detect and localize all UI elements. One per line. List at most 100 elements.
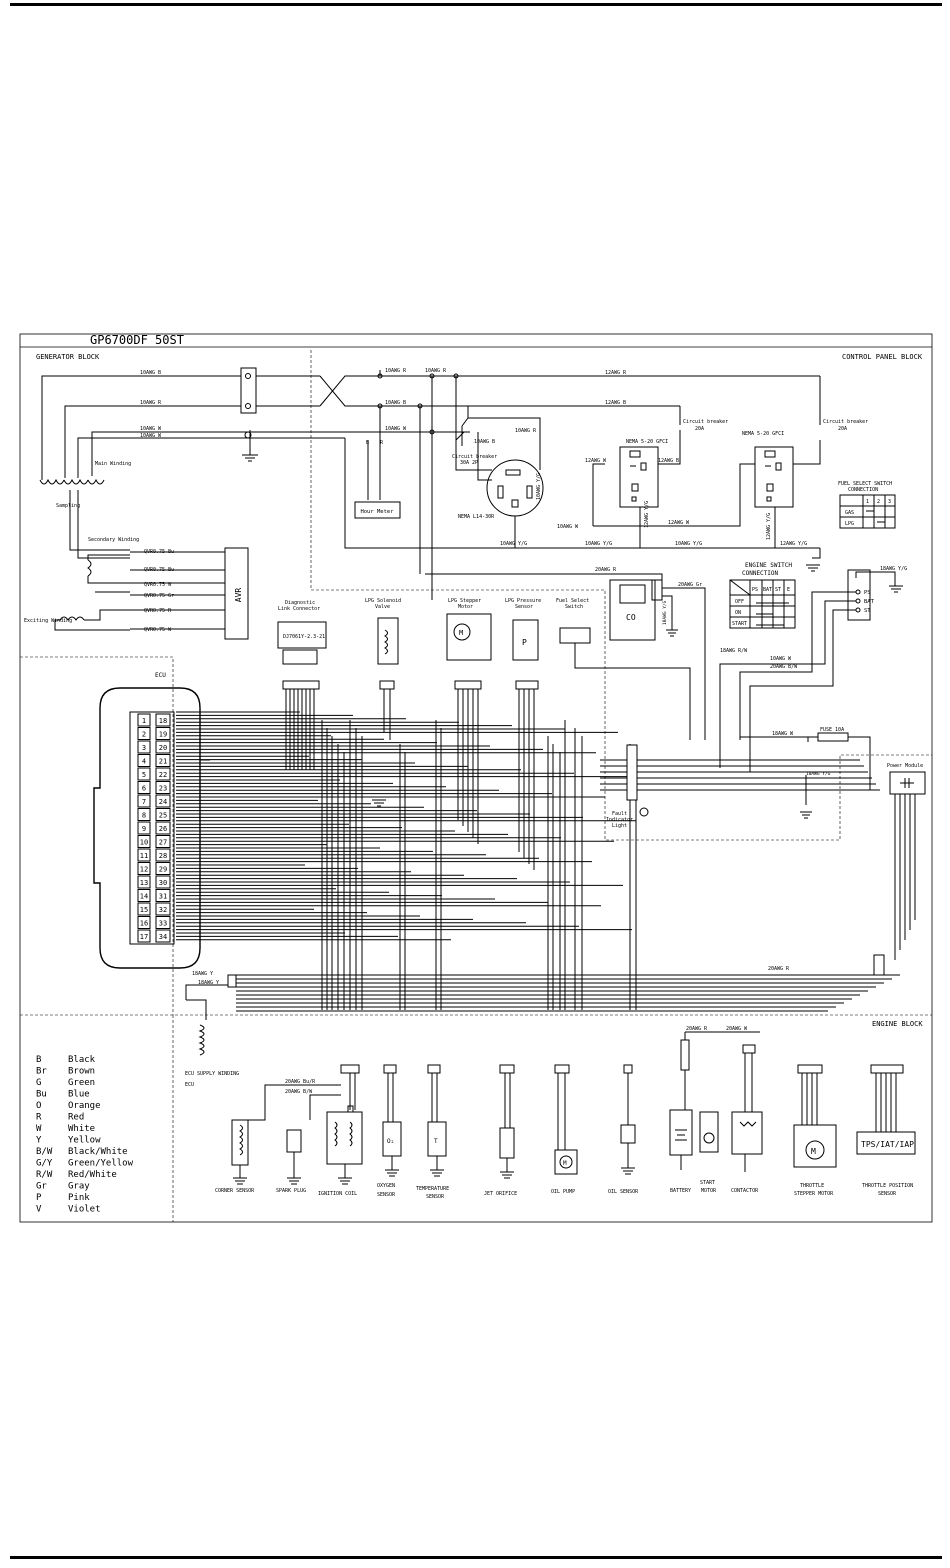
wire-label: 10AWG B [385,400,406,406]
fuel-select-title-1: FUEL SELECT SWITCH [838,481,892,487]
secondary-winding-label: Secondary Winding [88,537,139,543]
ignition-coil [326,1111,363,1165]
exciting-winding-label: Exciting Winding [24,618,72,624]
legend-code: W [36,1124,42,1134]
co-module [609,579,656,641]
ecu-pin-14: 14 [140,893,148,901]
diag-connector-box [277,621,327,649]
throttle-position-label-1: THROTTLE POSITION [862,1183,913,1189]
ecu-pin-25: 25 [159,812,167,820]
terminal-bat: BAT [864,599,875,605]
breaker-2-label: Circuit breaker [823,419,868,425]
fuel-col-3: 3 [888,499,891,505]
o2-symbol: O₂ [387,1138,394,1145]
wire-label: 10AWG Y/G [585,541,612,547]
avr-wire-2: QVR0.75 Bu [144,567,174,573]
generator-wiring: AVR Main Winding Sampling Secondary Wind… [24,367,820,640]
wire-label: 12AWG R [605,370,627,376]
avr-wire-6: QVR0.75 W [144,627,172,633]
wire-10awg-w-a: 10AWG W [140,426,162,432]
wire-label: 20AWG Gr [678,582,702,588]
oil-sensor-label: OIL SENSOR [608,1189,639,1195]
wire-label: 20AWG R [686,1026,708,1032]
throttle-stepper [793,1124,837,1168]
fuel-switch-label-2: Switch [565,604,583,610]
fuel-col-2: 2 [877,499,880,505]
fault-light-label-3: Light [612,823,627,829]
wire-label: 10AWG R [425,368,447,374]
legend-name: Yellow [68,1136,101,1146]
avr-wire-5: QVR0.75 R [144,608,172,614]
wire-label: 20AWG R [768,966,790,972]
diag-connector-label-2: Link Connector [278,606,320,612]
ecu-pin-7: 7 [142,798,146,806]
wire-10awg-w-b: 10AWG W [140,433,162,439]
ecu-supply-label-2: ECU [185,1082,194,1088]
terminal-ps: PS [864,590,871,596]
co-label: CO [626,613,636,622]
breaker-1-value: 20A [695,426,704,432]
legend-name: Blue [68,1090,90,1100]
ecu-pin-18: 18 [159,717,167,725]
breaker-2-value: 20A [838,426,847,432]
ecu-pin-32: 32 [159,906,167,914]
legend-code: R/W [36,1170,53,1180]
ecu-pin-8: 8 [142,812,146,820]
jet-orifice [499,1127,515,1159]
ecu-pin-29: 29 [159,866,167,874]
ecu-supply: 18AWG Y 18AWG Y ECU SUPPLY WINDING ECU [185,971,239,1088]
wire-label: 20AWG B/W [285,1089,313,1095]
ecu-pin-12: 12 [140,866,148,874]
legend-name: Red [68,1113,84,1123]
legend-name: Gray [68,1182,90,1192]
wire-label: 10AWG W [770,656,792,662]
corner-sensor-label: CORNER SENSOR [215,1188,255,1194]
diag-part-number: DJ7061Y-2.3-21 [283,634,325,640]
legend-name: Green [68,1078,95,1088]
temp-sensor-label-2: SENSOR [426,1194,445,1200]
legend-code: G [36,1078,41,1088]
legend-name: Red/White [68,1170,117,1180]
wire-label: 18AWG Y [198,980,219,986]
legend-code: B/W [36,1147,53,1157]
wire-label: 10AWG Y/G [536,473,542,500]
ecu-label: ECU [155,672,166,679]
wire-label: 20AWG B/W [770,664,798,670]
ecu-pin-5: 5 [142,771,146,779]
ecu-pin-4: 4 [142,758,146,766]
ecu-pin-19: 19 [159,731,167,739]
gfci-1-label: NEMA 5-20 GFCI [626,439,668,445]
oxygen-sensor-label-2: SENSOR [377,1192,396,1198]
legend-code: Bu [36,1090,47,1100]
ecu-pin-27: 27 [159,839,167,847]
wire-label: 12AWG W [585,458,607,464]
legend-name: Black [68,1055,96,1065]
avr-label: AVR [234,588,243,603]
ignition-coil-label: IGNITION COIL [318,1191,357,1197]
throttle-m: M [811,1147,816,1156]
lpg-pressure-label-1: LPG Pressure [505,598,541,604]
legend-code: P [36,1193,42,1203]
hour-meter-label: Hour Meter [360,509,394,515]
contactor [731,1111,763,1155]
wire-label: 10AWG W [385,426,407,432]
wire-label: 12AWG B [605,400,626,406]
wire-label: 18AWG R/W [720,648,748,654]
legend-code: O [36,1101,41,1111]
ecu-pin-17: 17 [140,933,148,941]
lpg-stepper-label-1: LPG Stepper [448,598,481,604]
wire-label: 10AWG Y/G [675,541,702,547]
ecu-pin-11: 11 [140,852,148,860]
legend-name: Black/White [68,1147,128,1157]
bottom-rule [10,1556,942,1559]
fault-light-label-1: Fault [612,811,627,817]
lpg-solenoid-box [377,617,399,665]
wire-label: 18AWG W [772,731,794,737]
breaker-1-label: Circuit breaker [683,419,728,425]
wire-label: 10AWG Y/G [500,541,527,547]
fuel-switch-label-1: Fuel Select [556,598,589,604]
wire-label: 12AWG W [668,520,690,526]
legend-code: G/Y [36,1159,53,1169]
legend-code: Y [36,1136,42,1146]
throttle-stepper-label-1: THROTTLE [800,1183,824,1189]
